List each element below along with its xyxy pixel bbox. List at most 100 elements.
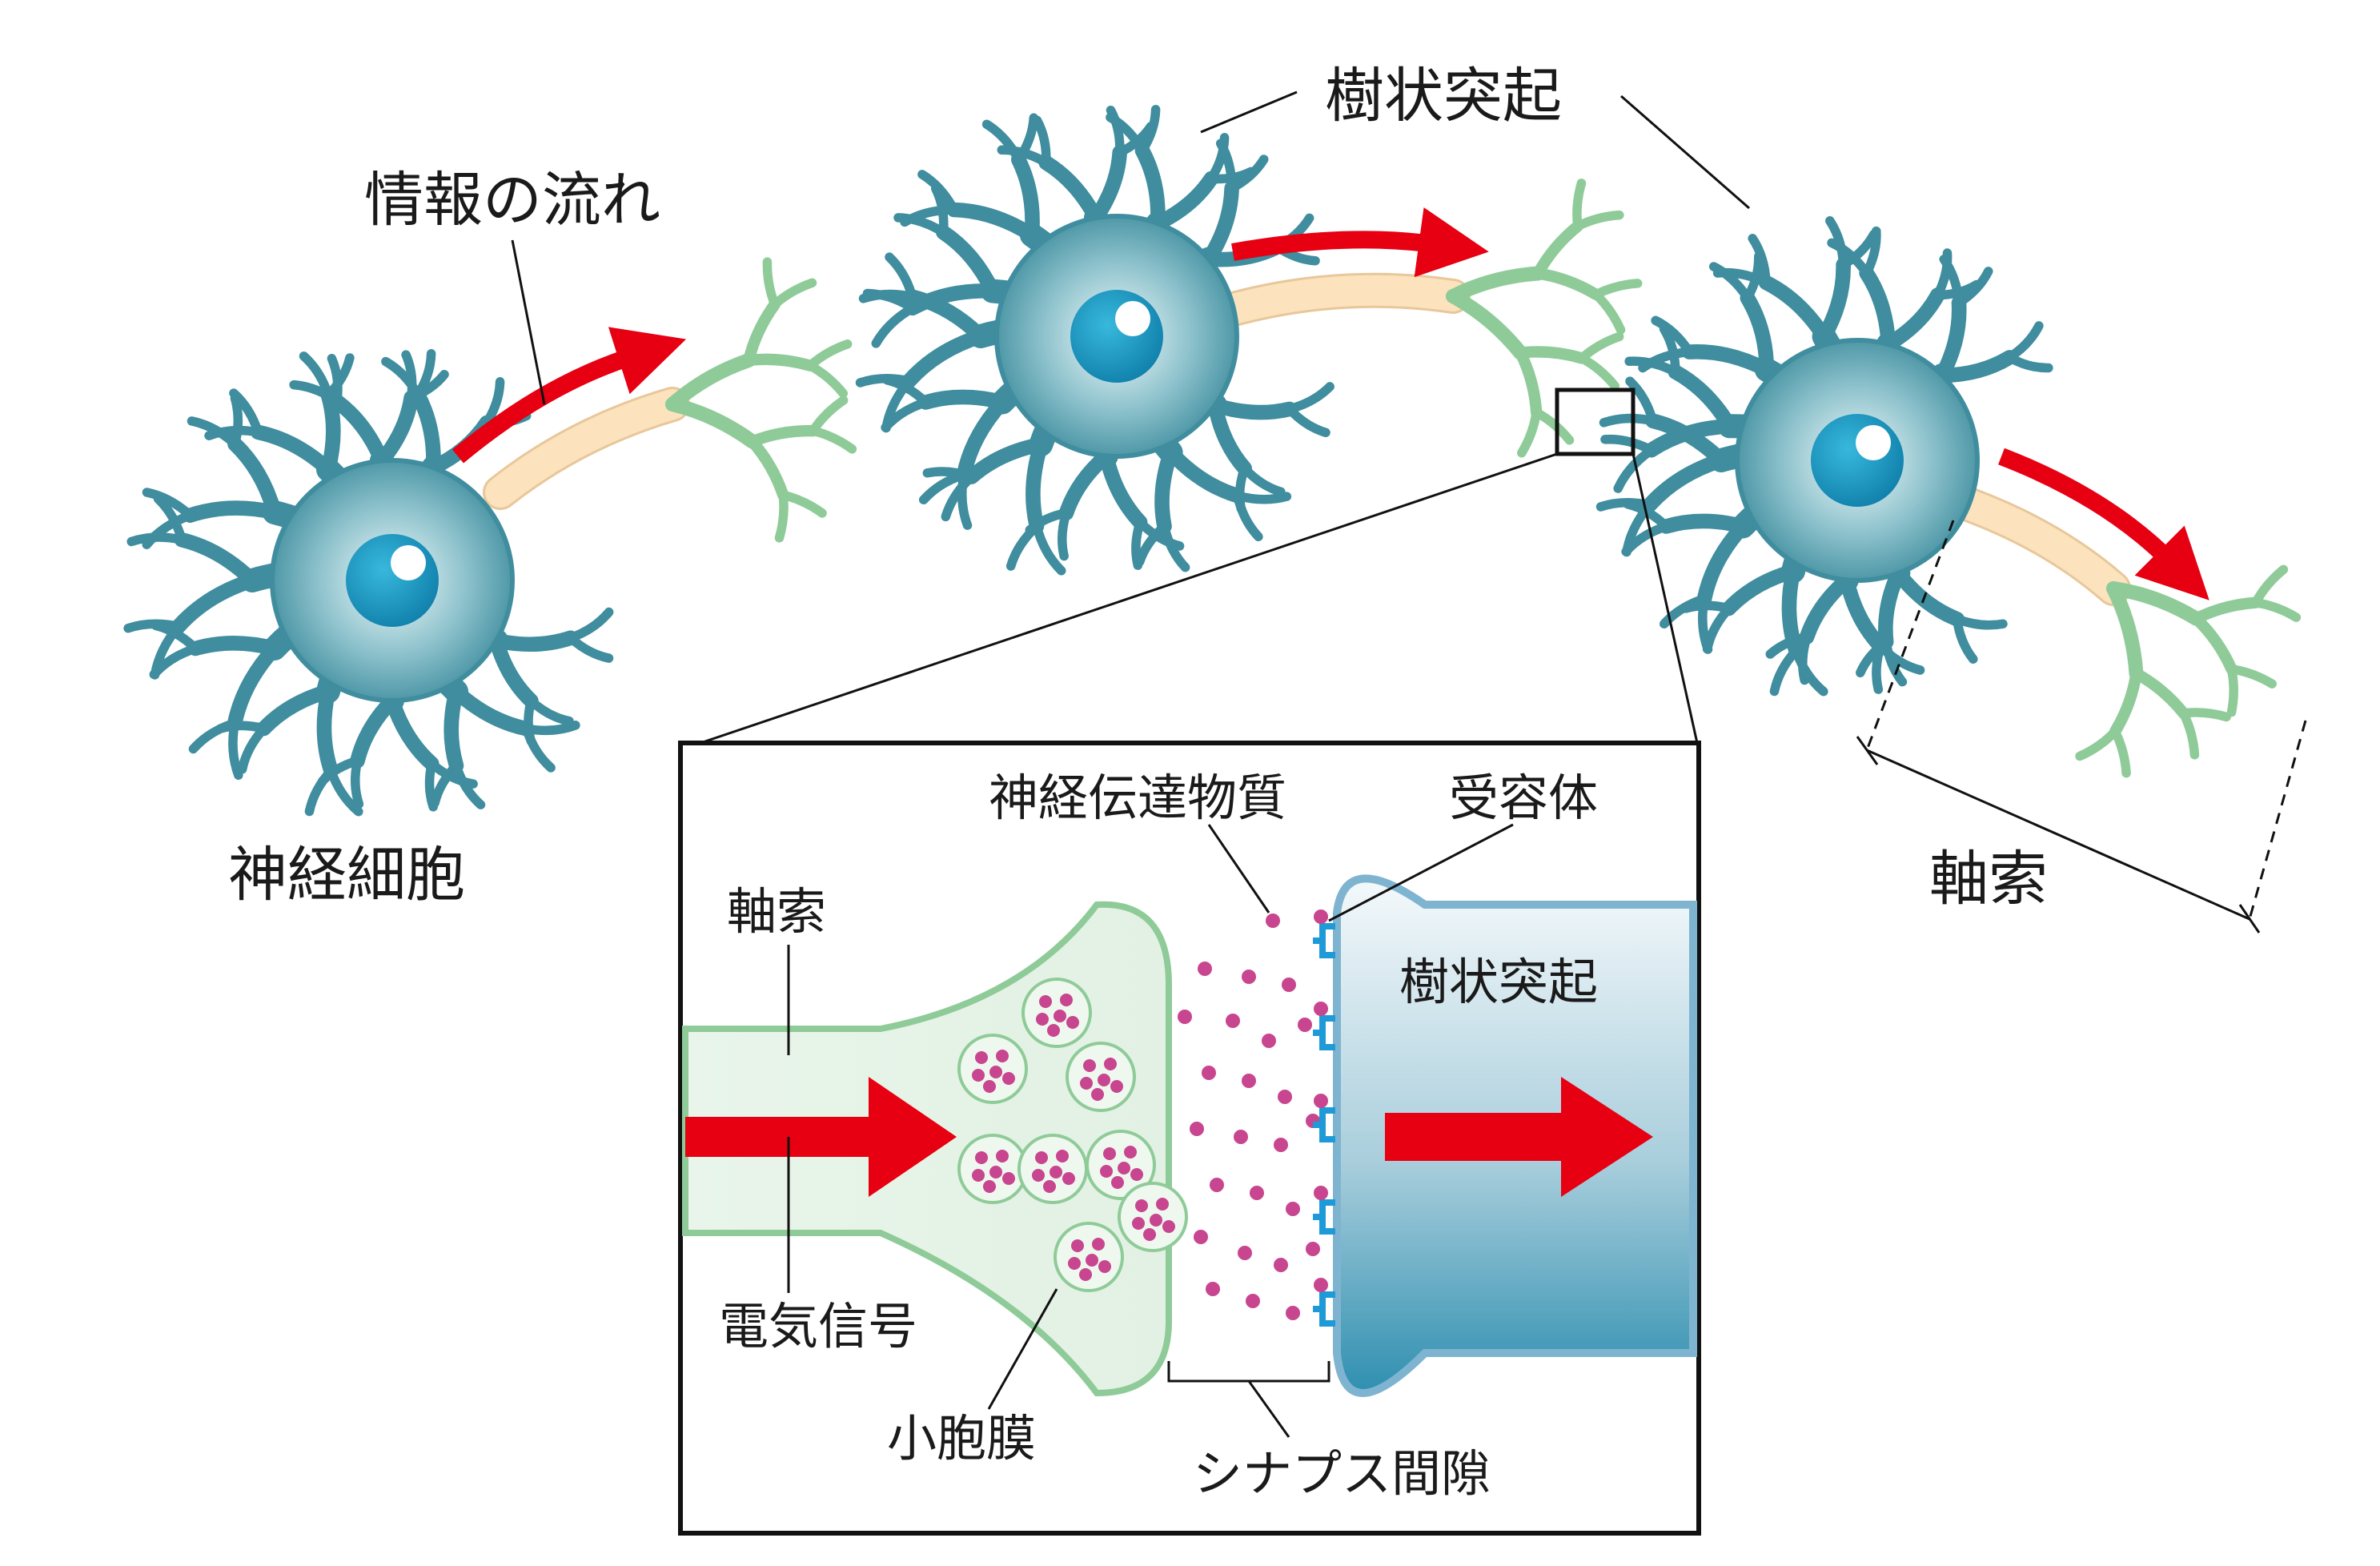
dendrite-branch (1952, 614, 1978, 664)
receptor-4 (1313, 1199, 1335, 1235)
neurotransmitter-dot (989, 1066, 1002, 1078)
neurotransmitter-dot (1039, 995, 1052, 1008)
label-electric-signal: 電気信号 (719, 1297, 917, 1355)
dendrite-branch (521, 721, 580, 736)
dendrite-branch (1623, 499, 1672, 532)
label-axon-right: 軸索 (1929, 845, 2048, 914)
synaptic-vesicle (1054, 1222, 1124, 1292)
dendrite-branch (1765, 632, 1812, 659)
dendrite-branch (350, 693, 400, 769)
neurotransmitter-molecule (1286, 1202, 1300, 1216)
dendrite-branch (443, 684, 464, 773)
neurotransmitter-molecule (1242, 970, 1256, 984)
dendrite-branch (488, 630, 579, 652)
dendrite-branch (566, 607, 614, 643)
nucleus-highlight (391, 545, 426, 580)
dendrite-branch (1032, 115, 1051, 167)
neurotransmitter-dot (1050, 1166, 1062, 1179)
neurotransmitter-dot (996, 1150, 1009, 1162)
neurotransmitter-dot (972, 1169, 985, 1182)
axon-terminal-branch (770, 278, 817, 309)
axon-terminal-branch (1446, 266, 1546, 303)
dendrite-branch (1816, 257, 1851, 344)
flow-arrow-3 (1998, 448, 2209, 600)
neurotransmitter-dot (1104, 1058, 1117, 1070)
neurotransmitter-molecule (1190, 1122, 1204, 1136)
axon-span-end-right (2238, 904, 2261, 934)
dendrite-branch (1138, 105, 1161, 155)
zoom-line-left (700, 452, 1558, 745)
dendrite-branch (204, 425, 263, 440)
neurotransmitter-molecule (1266, 914, 1280, 928)
dendrite-branch (1154, 444, 1178, 534)
axon-dash-right (2248, 720, 2307, 920)
axon-terminal-branch (774, 490, 789, 543)
neurotransmitter-dot (1036, 1013, 1049, 1026)
axon-terminal-branch (805, 339, 853, 371)
dendrite-branch (1952, 614, 2008, 630)
neurotransmitter-dot (1143, 1228, 1156, 1241)
dendrite-branch (256, 684, 336, 737)
dendrite-branch (151, 620, 200, 653)
neurotransmitter-molecule (1262, 1034, 1276, 1048)
neurotransmitter-dot (1047, 1024, 1060, 1037)
neurotransmitter-molecule (1246, 1294, 1260, 1308)
axon-terminal-branch (746, 424, 819, 448)
neurotransmitter-dot (1086, 1254, 1098, 1267)
neurotransmitter-dot (1056, 1150, 1069, 1162)
neurotransmitter-molecule (1202, 1066, 1216, 1080)
synaptic-vesicle (957, 1134, 1028, 1204)
axon-terminal-branch (2075, 726, 2120, 761)
dendrite-branch (1721, 564, 1801, 616)
dendrite-branch (171, 572, 260, 634)
receptor-3 (1313, 1107, 1335, 1142)
dendrite-branch (1234, 464, 1250, 513)
axon-terminal-branch (1517, 408, 1541, 458)
axon-terminal-branch (2250, 564, 2289, 608)
dendrite-branch (1880, 287, 1945, 352)
nucleus-highlight (1115, 301, 1150, 336)
axon-terminal-branch (1532, 267, 1602, 301)
dendrite-branch (153, 494, 187, 545)
neurotransmitter-dot (1118, 1162, 1130, 1174)
dendrite-branch (216, 721, 269, 733)
neurotransmitter-dot (1098, 1074, 1110, 1086)
neurotransmitter-molecule (1210, 1178, 1224, 1192)
neurotransmitter-dot (1080, 1077, 1093, 1090)
dendrite-branch (1025, 508, 1071, 535)
dendrite-branch (1769, 645, 1801, 697)
flow-arrow-1 (452, 327, 687, 464)
neurotransmitter-molecule (1242, 1074, 1256, 1088)
dendrite-branch (1088, 145, 1128, 226)
dendrite-branch (316, 684, 339, 779)
synaptic-vesicle (1021, 978, 1092, 1048)
dendrite-branch (1696, 519, 1751, 607)
dendrite-branch (227, 436, 283, 520)
dendrite-branch (526, 696, 574, 726)
dendrite-branch (230, 393, 243, 449)
dendrite-branch (1625, 376, 1658, 426)
neurotransmitter-dot (1032, 1169, 1045, 1182)
label-inset-dendrite: 樹状突起 (1399, 953, 1598, 1011)
dendrite-branch (2005, 352, 2053, 373)
dendrite-branch (237, 724, 269, 774)
dendrite-branch (1681, 343, 1775, 378)
axon-terminal-branch (762, 257, 780, 309)
neuron-2 (855, 105, 1643, 576)
label-nerve-cell: 神経細胞 (228, 841, 465, 909)
axon-terminal-branch (743, 299, 781, 367)
neurotransmitter-dot (1110, 1080, 1123, 1093)
bound-transmitter (1314, 1186, 1328, 1200)
axon-span-bracket (1866, 749, 2250, 921)
zoom-line-right (1631, 453, 1699, 744)
neurotransmitter-dot (975, 1151, 988, 1164)
neuron-3 (1595, 216, 2302, 778)
axon-terminal-branch (2130, 668, 2189, 719)
neurotransmitter-dot (1060, 994, 1073, 1006)
receptor-1 (1313, 923, 1335, 958)
dendrite-branch (1038, 155, 1104, 226)
axon-terminal-branch (805, 360, 849, 399)
leader-dendrite-left (1200, 90, 1298, 134)
axon-terminal-branch (1515, 346, 1588, 364)
